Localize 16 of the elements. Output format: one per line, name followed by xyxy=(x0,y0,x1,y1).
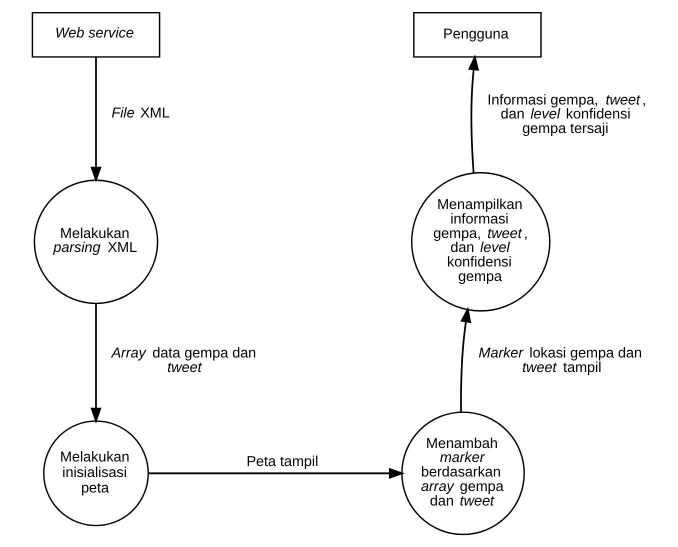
node-box: Pengguna xyxy=(412,12,542,58)
arrow xyxy=(90,57,101,183)
edge-label: Array data gempa dan tweet xyxy=(110,345,256,376)
edge-label: Marker lokasi gempa dan tweet tampil xyxy=(478,345,642,376)
arrow xyxy=(460,306,471,412)
node-circle: Menampilkan informasi gempa, tweet, dan level konfidensi gempa xyxy=(410,172,550,312)
node-circle: Menambah marker berdasarkan array gempa dan tweet xyxy=(400,411,524,536)
arrow xyxy=(468,54,479,174)
edge-label: Informasi gempa, tweet, dan level konfidensi gempa tersaji xyxy=(486,92,646,138)
edge-label: File XML xyxy=(110,106,170,122)
node-circle: Melakukan parsing XML xyxy=(33,180,158,304)
edge-label: Peta tampil xyxy=(246,454,318,470)
node-box: Web service xyxy=(31,12,160,58)
arrow xyxy=(90,304,101,424)
arrow xyxy=(148,468,404,479)
node-circle: Melakukan inisialisasi peta xyxy=(42,420,148,526)
